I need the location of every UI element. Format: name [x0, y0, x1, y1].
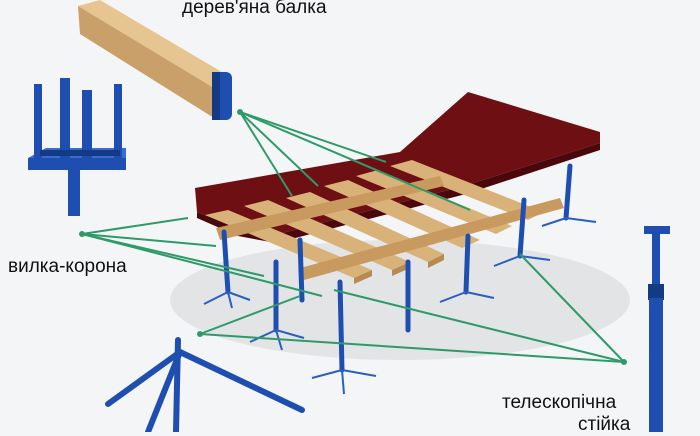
tripod-icon — [105, 337, 305, 432]
leader-lines — [81, 111, 625, 363]
tripods-under-deck — [203, 217, 597, 395]
props-under-deck — [221, 163, 573, 373]
label-wooden-beam: дерев'яна балка — [182, 0, 327, 18]
label-telescopic-prop-line1: телескопічна — [502, 392, 617, 413]
label-fork-crown: вилка-корона — [8, 256, 127, 277]
leader-dots — [79, 109, 627, 365]
timber-beam-icon — [78, 0, 232, 120]
primary-beams — [216, 176, 564, 280]
telescopic-prop-icon — [644, 226, 670, 432]
fork-head-icon — [28, 78, 126, 216]
ground-shadow — [170, 240, 630, 360]
label-telescopic-prop-line2: стійка — [578, 414, 631, 435]
